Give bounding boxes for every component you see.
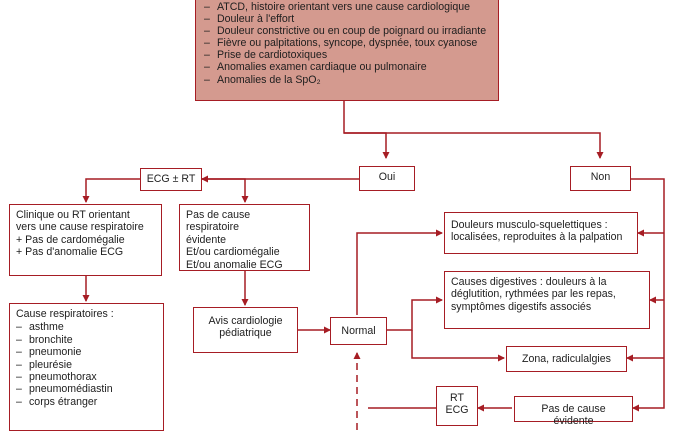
cause-pneumonia: pneumonie <box>16 346 157 359</box>
cardiology-opinion-box: Avis cardiologie pédiatrique <box>193 307 298 353</box>
criterion-effort-pain: Douleur à l'effort <box>204 13 490 25</box>
rt-ecg-box: RT ECG <box>436 386 478 426</box>
criterion-history: ATCD, histoire orientant vers une cause … <box>204 1 490 13</box>
yes-node: Oui <box>359 166 415 191</box>
normal-node: Normal <box>330 317 387 345</box>
respiratory-causes-title: Cause respiratoires : <box>16 308 114 320</box>
criterion-pain-type: Douleur constrictive ou en coup de poign… <box>204 25 490 37</box>
cause-pleurisy: pleurésie <box>16 359 157 372</box>
no-obvious-cause-box: Pas de cause évidente <box>514 396 633 427</box>
criterion-spo2: Anomalies de la SpO₂ <box>204 74 490 86</box>
respiratory-causes-box: Cause respiratoires : asthme bronchite p… <box>9 303 164 431</box>
cause-asthma: asthme <box>16 321 157 334</box>
musculoskeletal-box: Douleurs musculo-squelettiques : localis… <box>444 212 638 254</box>
cardiac-criteria-box: ATCD, histoire orientant vers une cause … <box>195 0 499 101</box>
clinic-respiratory-box: Clinique ou RT orientant vers une cause … <box>9 204 162 276</box>
criterion-exam-anomaly: Anomalies examen cardiaque ou pulmonaire <box>204 61 490 73</box>
cause-foreign-body: corps étranger <box>16 396 157 409</box>
cause-pneumomediastinum: pneumomédiastin <box>16 383 157 396</box>
no-node: Non <box>570 166 631 191</box>
criterion-cardiotoxic: Prise de cardiotoxiques <box>204 49 490 61</box>
cause-bronchitis: bronchite <box>16 334 157 347</box>
criterion-fever-syncope: Fièvre ou palpitations, syncope, dyspnée… <box>204 37 490 49</box>
ecg-rt-node: ECG ± RT <box>140 168 202 191</box>
cause-pneumothorax: pneumothorax <box>16 371 157 384</box>
digestive-causes-box: Causes digestives : douleurs à la déglut… <box>444 271 650 329</box>
zona-box: Zona, radiculalgies <box>506 346 627 372</box>
no-respiratory-cause-box: Pas de cause respiratoire évidente Et/ou… <box>179 204 310 271</box>
